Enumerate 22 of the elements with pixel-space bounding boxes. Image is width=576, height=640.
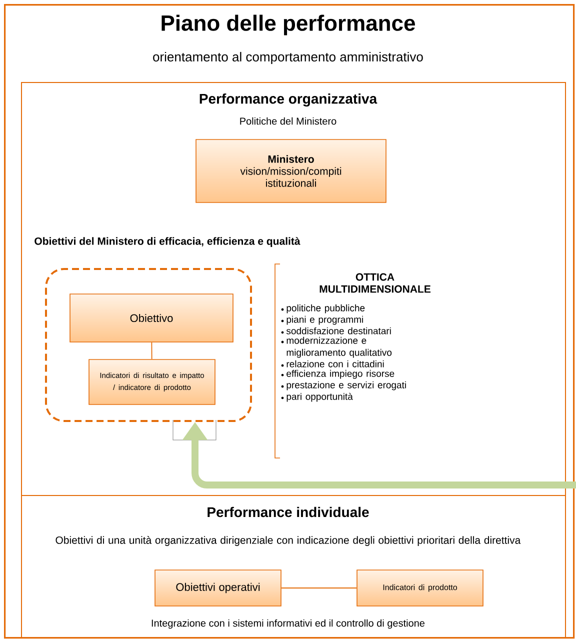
panel-description: Obiettivi di una unità organizzativa dirigenziale con indicazione degli obiettivi prioritari della direttiva [56,536,521,546]
connector-line [151,342,152,360]
process-box: Indicatori di prodotto [356,570,484,606]
panel-heading: Performance organizzativa [200,93,378,107]
list-item: soddisfazione destinatari [286,327,391,334]
process-box: Ministero vision/mission/compiti istituzionali [196,139,386,203]
title: Piano delle performance [162,14,415,36]
list-item: politiche pubbliche [286,304,365,314]
list-heading: OTTICA MULTIDIMENSIONALE [320,273,430,293]
dashed-group-box [45,268,252,422]
panel-heading: Performance individuale [208,506,369,518]
process-box: Obiettivi operativi [154,570,282,606]
list-item: relazione con i cittadini [286,360,384,368]
process-box: Obiettivo [70,294,234,342]
panel-note: Integrazione con i sistemi informativi ed il controllo di gestione [152,619,424,629]
list-item: piani e programmi [286,316,363,325]
section-heading: Obiettivi del Ministero di efficacia, efficienza e qualità [34,237,300,247]
panel-subtitle: Politiche del Ministero [240,117,336,125]
list-item: pari opportunità [286,392,353,402]
list-item: prestazione e servizi erogati [286,381,406,390]
subtitle: orientamento al comportamento amministrativo [153,52,423,64]
list-item: efficienza impiego risorse [286,370,394,379]
